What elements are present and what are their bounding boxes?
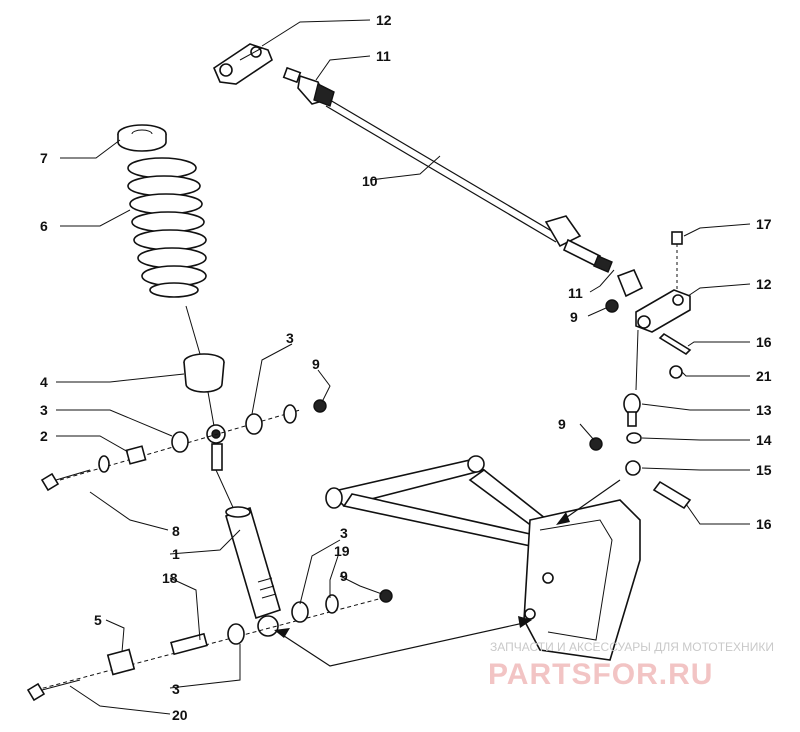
clevis-bolt-right (658, 332, 692, 356)
callout-14: 14 (756, 432, 772, 448)
callout-16-upper: 16 (756, 334, 772, 350)
callout-11-lower: 11 (568, 285, 583, 301)
lower-cable-clevis (635, 289, 691, 333)
spring-seat (183, 353, 225, 393)
callout-16-lower: 16 (756, 516, 772, 532)
assembly-arrows (274, 479, 621, 667)
callout-13: 13 (756, 402, 772, 418)
callout-9-upper-right: 9 (312, 356, 320, 372)
callout-18: 18 (162, 570, 178, 586)
watermark: ЗАПЧАСТИ И АКСЕССУАРЫ ДЛЯ МОТОТЕХНИКИ PA… (488, 640, 774, 691)
lower-mount-sleeve (106, 648, 136, 676)
lower-mount-nut (379, 589, 393, 603)
callout-4: 4 (40, 374, 48, 390)
clevis-nut (605, 299, 619, 313)
lower-cable-bushing (616, 268, 644, 298)
callout-10: 10 (362, 173, 378, 189)
clevis-bolt (671, 231, 683, 290)
callout-12-upper: 12 (376, 12, 392, 28)
upper-mount-hardware (40, 399, 327, 492)
callout-7: 7 (40, 150, 48, 166)
lower-mount-bolt-head (26, 682, 46, 702)
callout-3-upper-left: 3 (40, 402, 48, 418)
callout-leaders (56, 19, 751, 715)
clevis-lock-nut (669, 365, 683, 379)
callout-20: 20 (172, 707, 188, 723)
lower-mount-spacer (170, 632, 208, 656)
callout-5: 5 (94, 612, 102, 628)
jam-nut (626, 432, 642, 444)
spring-retainer (117, 124, 167, 152)
callout-9-ball-joint: 9 (558, 416, 566, 432)
shock-absorber-assembly (117, 124, 281, 637)
ball-joint (625, 460, 641, 476)
rod-end (623, 393, 641, 427)
callout-9-lower: 9 (340, 568, 348, 584)
upper-mount-bushing-left (171, 431, 189, 453)
lower-mount-washer (325, 594, 339, 614)
lower-mount-bushing-right (291, 601, 309, 623)
suspension-arm (325, 455, 641, 661)
callout-15: 15 (756, 462, 772, 478)
lower-mount-hardware (26, 589, 393, 702)
callout-19: 19 (334, 543, 350, 559)
callout-17: 17 (756, 216, 772, 232)
callout-3-lower-right: 3 (340, 525, 348, 541)
coil-spring (127, 157, 207, 298)
callout-2: 2 (40, 428, 48, 444)
callout-labels: 12 11 10 7 6 17 12 11 9 16 21 4 3 9 3 2 … (40, 12, 772, 723)
watermark-logo: PARTSFOR.RU (488, 658, 713, 691)
callout-6: 6 (40, 218, 48, 234)
ball-joint-bolt (652, 480, 692, 510)
callout-3-lower-left: 3 (172, 681, 180, 697)
upper-mount-bushing-right (245, 413, 263, 435)
callout-1: 1 (172, 546, 180, 562)
upper-cable-clevis (213, 43, 273, 85)
upper-mount-bolt-head (40, 472, 60, 492)
lower-mount-bushing-left (227, 623, 245, 645)
callout-11-upper: 11 (376, 48, 391, 64)
lower-cable-fitting (544, 215, 613, 273)
control-cable-assembly (213, 43, 692, 510)
upper-mount-spacer (125, 445, 147, 465)
callout-9-clevis: 9 (570, 309, 578, 325)
callout-12-lower: 12 (756, 276, 772, 292)
shock-body (225, 506, 281, 620)
callout-21: 21 (756, 368, 772, 384)
upper-cable-fitting (282, 66, 335, 107)
watermark-caption: ЗАПЧАСТИ И АКСЕССУАРЫ ДЛЯ МОТОТЕХНИКИ (490, 640, 774, 654)
upper-mount-washer (98, 455, 110, 473)
upper-mount-nut (313, 399, 327, 413)
shock-lower-eye (257, 615, 279, 637)
callout-3-upper-right: 3 (286, 330, 294, 346)
upper-mount-washer-right (283, 404, 297, 424)
ball-joint-nut (589, 437, 603, 451)
callout-8: 8 (172, 523, 180, 539)
